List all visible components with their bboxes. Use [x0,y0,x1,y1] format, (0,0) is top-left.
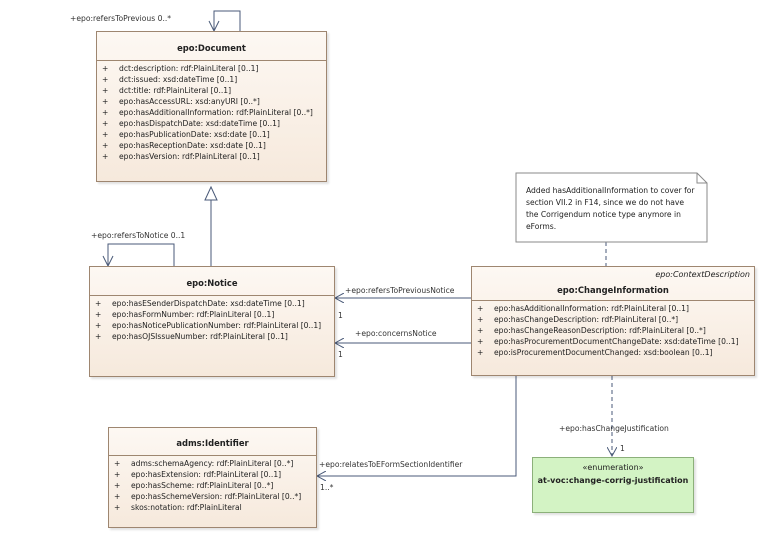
note[interactable]: Added hasAdditionalInformation to cover … [516,173,707,242]
class-identifier[interactable]: adms:Identifier +adms:schemaAgency: rdf:… [108,427,317,528]
attribute: +dct:description: rdf:PlainLiteral [0..1… [102,64,259,73]
attribute: +adms:schemaAgency: rdf:PlainLiteral [0.… [114,459,294,468]
class-document[interactable]: epo:Document +dct:description: rdf:Plain… [96,31,327,182]
attribute: +epo:isProcurementDocumentChanged: xsd:b… [477,348,713,357]
relates-to-eform-connector [317,376,517,476]
class-attributes: +epo:hasESenderDispatchDate: xsd:dateTim… [90,296,334,342]
refers-to-previous-connector [213,10,241,31]
attribute: +dct:issued: xsd:dateTime [0..1] [102,75,238,84]
class-divider [90,295,334,296]
class-title: epo:ChangeInformation [557,285,669,295]
refers-to-notice-connector [107,243,175,266]
attribute: +epo:hasESenderDispatchDate: xsd:dateTim… [95,299,305,308]
class-attributes: +epo:hasAdditionalInformation: rdf:Plain… [472,301,754,358]
note-line: the Corrigendum notice type anymore in [526,210,681,219]
refers-to-previous-notice-multiplicity: 1 [338,311,343,320]
attribute: +epo:hasAdditionalInformation: rdf:Plain… [477,304,689,313]
change-justification-label: +epo:hasChangeJustification [559,424,669,433]
note-fold [696,173,707,184]
attribute: +epo:hasAccessURL: xsd:anyURI [0..*] [102,97,260,106]
class-notice[interactable]: epo:Notice +epo:hasESenderDispatchDate: … [89,266,335,377]
attribute: +epo:hasChangeReasonDescription: rdf:Pla… [477,326,706,335]
concerns-notice-multiplicity: 1 [338,350,343,359]
class-title: adms:Identifier [176,438,249,448]
refers-to-notice-label: +epo:refersToNotice 0..1 [91,231,186,240]
note-line: eForms. [526,222,557,231]
enumeration-title: at-voc:change-corrig-justification [537,476,689,485]
note-line: Added hasAdditionalInformation to cover … [526,186,695,195]
concerns-notice-label: +epo:concernsNotice [355,329,437,338]
class-divider [109,455,316,456]
note-shape [515,172,708,243]
attribute: +epo:hasChangeDescription: rdf:PlainLite… [477,315,679,324]
enumeration-stereotype: «enumeration» [582,463,644,472]
relates-to-eform-multiplicity: 1..* [320,483,334,492]
class-title: epo:Document [177,43,246,53]
class-attributes: +dct:description: rdf:PlainLiteral [0..1… [97,61,326,162]
class-divider [472,300,754,301]
attribute: +epo:hasDispatchDate: xsd:dateTime [0..1… [102,119,280,128]
class-stereotype: epo:ContextDescription [655,270,750,279]
attribute: +skos:notation: rdf:PlainLiteral [114,503,242,512]
refers-to-previous-label: +epo:refersToPrevious 0..* [70,14,172,23]
attribute: +epo:hasSchemeVersion: rdf:PlainLiteral … [114,492,302,501]
class-change-information[interactable]: epo:ContextDescription epo:ChangeInforma… [471,266,755,376]
enumeration-change-corrig-justification[interactable]: «enumeration» at-voc:change-corrig-justi… [532,457,694,513]
note-text: Added hasAdditionalInformation to cover … [526,185,695,233]
attribute: +epo:hasReceptionDate: xsd:date [0..1] [102,141,266,150]
attribute: +epo:hasFormNumber: rdf:PlainLiteral [0.… [95,310,275,319]
attribute: +epo:hasProcurementDocumentChangeDate: x… [477,337,739,346]
note-line: section VII.2 in F14, since we do not ha… [526,198,685,207]
relates-to-eform-label: +epo:relatesToEFormSectionIdentifier [319,460,463,469]
attribute: +epo:hasNoticePublicationNumber: rdf:Pla… [95,321,322,330]
attribute: +epo:hasScheme: rdf:PlainLiteral [0..*] [114,481,274,490]
class-attributes: +adms:schemaAgency: rdf:PlainLiteral [0.… [109,456,316,513]
generalization-triangle [204,185,218,201]
change-justification-multiplicity: 1 [620,444,625,453]
attribute: +epo:hasOJSIssueNumber: rdf:PlainLiteral… [95,332,288,341]
class-title: epo:Notice [186,278,238,288]
attribute: +epo:hasPublicationDate: xsd:date [0..1] [102,130,270,139]
refers-to-previous-notice-label: +epo:refersToPreviousNotice [345,286,455,295]
attribute: +epo:hasVersion: rdf:PlainLiteral [0..1] [102,152,260,161]
attribute: +epo:hasAdditionalInformation: rdf:Plain… [102,108,313,117]
class-divider [97,60,326,61]
attribute: +dct:title: rdf:PlainLiteral [0..1] [102,86,232,95]
attribute: +epo:hasExtension: rdf:PlainLiteral [0..… [114,470,282,479]
